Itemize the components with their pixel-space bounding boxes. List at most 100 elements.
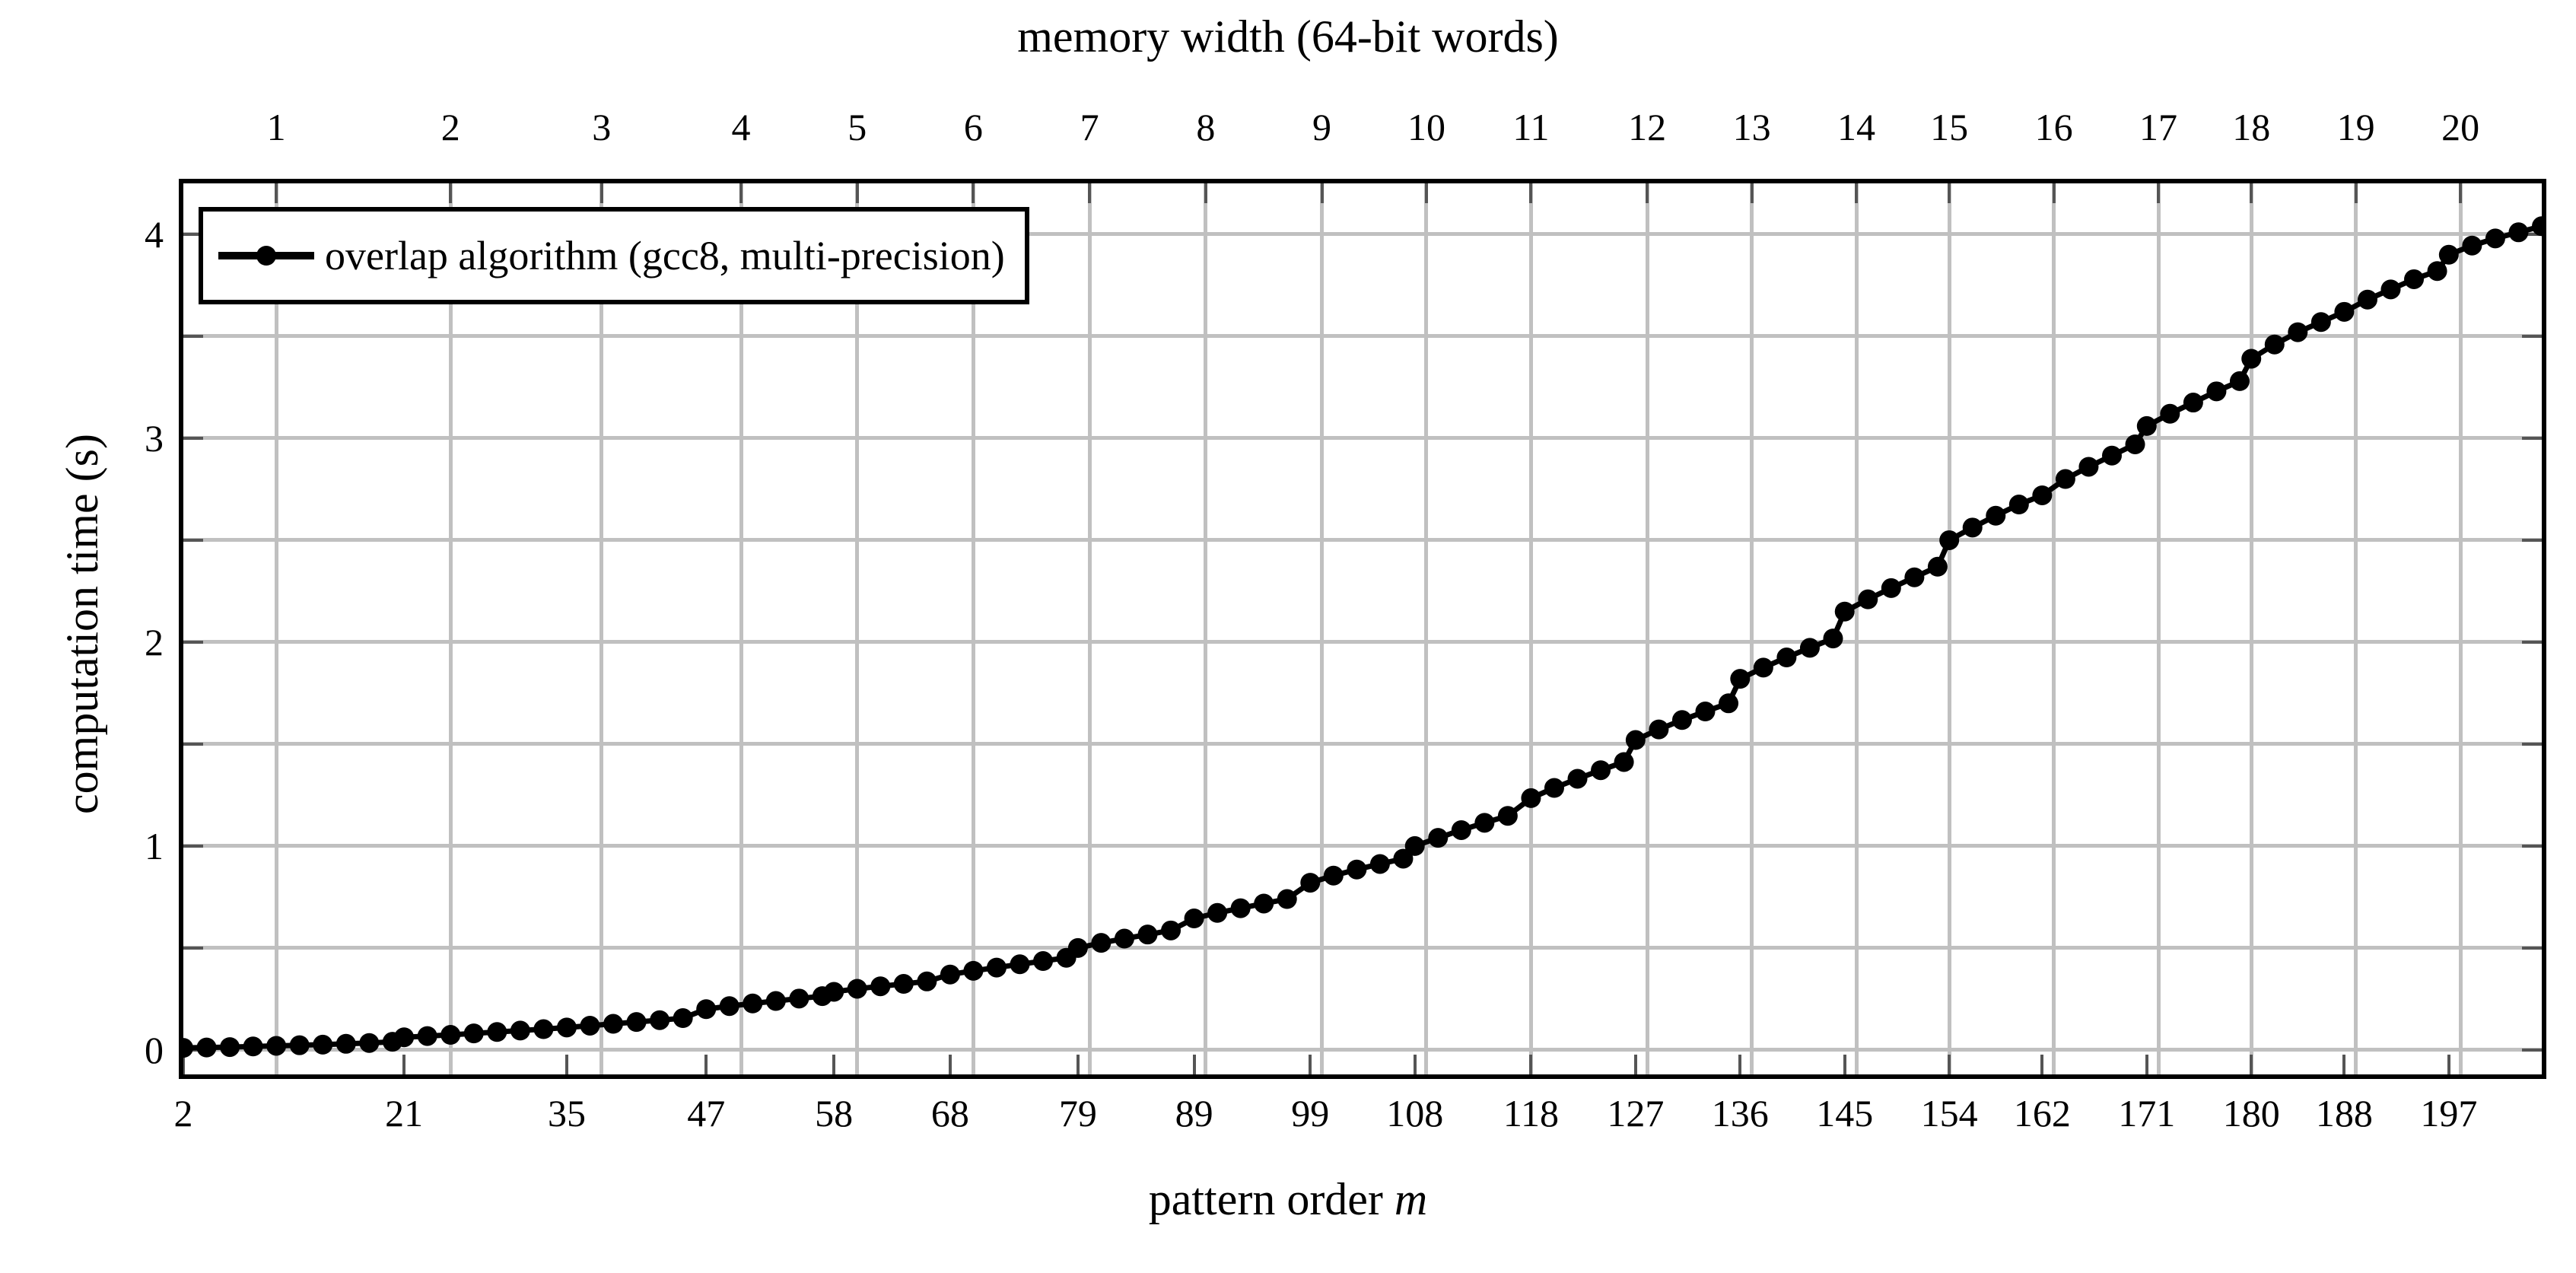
series-marker-dot	[1776, 648, 1797, 668]
series-marker-dot	[220, 1037, 240, 1058]
series-marker-dot	[1614, 752, 1634, 772]
x-axis-tick-mark	[2145, 1055, 2148, 1074]
x-axis-tick-mark	[1633, 1055, 1637, 1074]
series-marker-dot	[2485, 228, 2505, 249]
x-axis-tick-label: 47	[687, 1092, 726, 1135]
x-axis-tick-mark	[1309, 1055, 1312, 1074]
x-axis-tick-mark	[183, 1055, 185, 1074]
series-marker-dot	[1451, 819, 1471, 840]
gridline-vertical	[2249, 183, 2253, 1074]
series-line	[183, 223, 2542, 1051]
gridline-vertical	[1424, 183, 1429, 1074]
gridline-vertical	[448, 183, 453, 1074]
y-axis-tick-mark	[2522, 436, 2542, 440]
top-axis-tick-label: 9	[1312, 106, 1332, 148]
x-axis-tick-mark	[1529, 1055, 1533, 1074]
x-axis-tick-label: 99	[1291, 1092, 1330, 1135]
x-axis-tick-mark	[564, 1055, 568, 1074]
gridline-vertical	[1947, 183, 1951, 1074]
gridline-vertical	[274, 183, 278, 1074]
series-marker-dot	[1010, 954, 1030, 975]
series-marker-dot	[2462, 235, 2482, 256]
top-axis-tick-label: 14	[1837, 106, 1875, 148]
x-axis-tick-label: 127	[1607, 1092, 1665, 1135]
x-axis-tick-mark	[1076, 1055, 1080, 1074]
gridline-vertical	[1645, 183, 1649, 1074]
top-axis-tick-label: 7	[1080, 106, 1099, 148]
series-marker-dot	[2101, 445, 2122, 466]
series-marker-dot	[812, 986, 832, 1007]
y-axis-title: computation time (s)	[57, 434, 107, 814]
gridline-vertical	[2052, 183, 2056, 1074]
x-axis-tick-label: 180	[2222, 1092, 2280, 1135]
x-axis-tick-label: 89	[1175, 1092, 1213, 1135]
gridline-vertical	[1320, 183, 1325, 1074]
series-marker-dot	[1881, 578, 1901, 598]
x-axis-tick-label: 145	[1816, 1092, 1874, 1135]
series-marker-dot	[986, 957, 1007, 978]
series-marker-dot	[1184, 909, 1204, 929]
top-axis-tick-label: 16	[2034, 106, 2073, 148]
y-axis-tick-label: 2	[145, 620, 164, 664]
series-marker-dot	[2404, 269, 2425, 289]
series-marker-dot	[2310, 312, 2331, 333]
x-axis-tick-label: 79	[1058, 1092, 1097, 1135]
top-axis-tick-mark	[599, 183, 603, 203]
series-marker-dot	[1695, 702, 1716, 722]
top-axis-tick-label: 15	[1930, 106, 1969, 148]
x-axis-tick-label: 136	[1711, 1092, 1769, 1135]
series-marker-dot	[1230, 898, 1251, 918]
gridline-horizontal	[183, 334, 2542, 339]
series-marker-dot	[765, 991, 786, 1011]
series-marker-dot	[1300, 873, 1321, 893]
top-axis-title: memory width (64-bit words)	[1017, 11, 1559, 62]
series-marker-dot	[1904, 567, 1925, 587]
gridline-vertical	[2354, 183, 2358, 1074]
series-marker-dot	[1369, 854, 1390, 874]
y-axis-tick-mark	[2522, 742, 2542, 746]
series-marker-dot	[1927, 556, 1948, 577]
plot-inner	[183, 183, 2542, 1074]
series-marker-dot	[626, 1012, 647, 1033]
plot-area	[179, 179, 2546, 1079]
series-marker-dot	[789, 988, 809, 1009]
y-axis-tick-mark	[2522, 844, 2542, 848]
x-axis-tick-label: 108	[1386, 1092, 1444, 1135]
series-marker-dot	[2380, 279, 2401, 300]
series-marker-dot	[2334, 301, 2355, 322]
x-axis-tick-mark	[704, 1055, 708, 1074]
series-marker-dot	[580, 1015, 600, 1036]
top-axis-tick-mark	[2052, 183, 2056, 203]
y-axis-tick-label: 4	[145, 212, 164, 256]
series-marker-dot	[417, 1026, 437, 1046]
series-marker-dot	[2229, 371, 2250, 391]
gridline-vertical	[1528, 183, 1533, 1074]
top-axis-tick-mark	[1646, 183, 1649, 203]
series-marker-dot	[1207, 902, 1228, 923]
series-marker-dot	[1474, 813, 1495, 833]
top-axis-tick-label: 2	[440, 106, 460, 148]
series-marker-dot	[2206, 381, 2227, 402]
series-marker-dot	[870, 976, 891, 997]
y-axis-tick-mark	[2522, 1048, 2542, 1052]
x-axis-tick-mark	[2040, 1055, 2044, 1074]
top-axis-tick-label: 20	[2441, 106, 2480, 148]
gridline-horizontal	[183, 946, 2542, 950]
x-axis-tick-mark	[1948, 1055, 1951, 1074]
top-axis-tick-mark	[739, 183, 743, 203]
gridline-horizontal	[183, 742, 2542, 746]
y-axis-tick-label: 3	[145, 416, 164, 460]
y-axis-tick-mark	[183, 1048, 203, 1052]
series-marker-dot	[1033, 951, 1054, 972]
series-marker-dot	[2160, 403, 2180, 424]
top-axis-tick-label: 19	[2336, 106, 2375, 148]
series-marker-dot	[650, 1010, 670, 1030]
top-axis-tick-mark	[1424, 183, 1428, 203]
series-marker-dot	[1591, 760, 1611, 781]
x-axis-tick-label: 35	[547, 1092, 586, 1135]
top-axis-tick-mark	[449, 183, 453, 203]
legend-box[interactable]: overlap algorithm (gcc8, multi-precision…	[199, 207, 1029, 304]
series-marker-dot	[1497, 806, 1518, 826]
y-axis-tick-mark	[183, 640, 203, 644]
